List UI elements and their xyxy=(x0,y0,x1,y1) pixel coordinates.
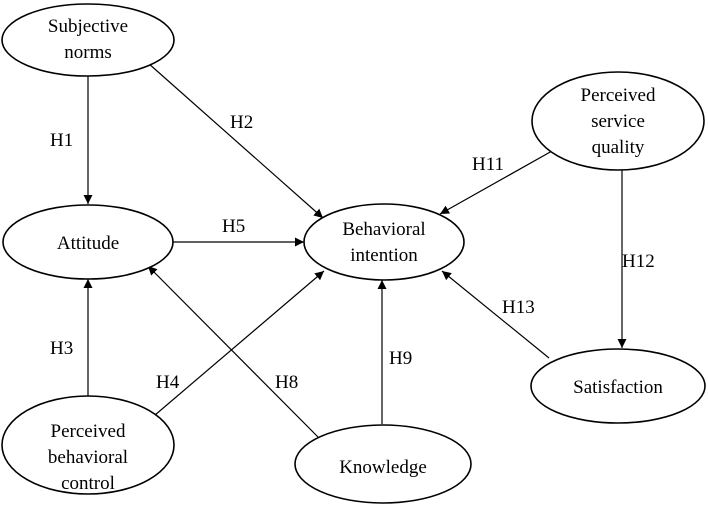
label-h2: H2 xyxy=(230,112,253,133)
label-h1: H1 xyxy=(50,130,73,151)
node-behavioral-intention-line-2: intention xyxy=(350,245,418,266)
node-perceived-behavioral-control-line-1: Perceived xyxy=(51,421,126,442)
node-knowledge: Knowledge xyxy=(294,424,472,504)
node-perceived-service-quality-line-3: quality xyxy=(592,137,645,158)
node-subjective-norms-line-2: norms xyxy=(64,42,112,63)
edge-perceived-service-quality-to-behavioral-intention xyxy=(439,150,553,215)
node-attitude: Attitude xyxy=(2,204,174,280)
label-h11: H11 xyxy=(472,154,504,175)
node-attitude-line-1: Attitude xyxy=(57,233,119,254)
node-behavioral-intention: Behavioral intention xyxy=(303,203,465,281)
node-satisfaction-line-1: Satisfaction xyxy=(573,377,663,398)
node-perceived-service-quality-line-1: Perceived xyxy=(581,85,656,106)
label-h3: H3 xyxy=(50,338,73,359)
label-h4: H4 xyxy=(156,372,180,393)
edge-perceived-behavioral-control-to-behavioral-intention xyxy=(147,270,325,422)
node-perceived-behavioral-control-line-3: control xyxy=(61,473,115,494)
label-h8: H8 xyxy=(275,372,298,393)
label-h5: H5 xyxy=(222,216,245,237)
node-subjective-norms-line-1: Subjective xyxy=(48,16,128,37)
edge-subjective-norms-to-behavioral-intention xyxy=(147,62,324,219)
node-knowledge-line-1: Knowledge xyxy=(339,457,427,478)
edge-satisfaction-to-behavioral-intention xyxy=(441,270,550,359)
node-satisfaction: Satisfaction xyxy=(530,348,706,424)
node-subjective-norms: Subjective norms xyxy=(1,3,175,77)
node-perceived-behavioral-control-line-2: behavioral xyxy=(48,447,128,468)
hypothesis-labels: H1 H2 H3 H4 H5 H8 H9 H11 H12 H13 xyxy=(50,112,655,393)
edge-knowledge-to-attitude xyxy=(147,265,319,438)
label-h12: H12 xyxy=(622,251,655,272)
label-h9: H9 xyxy=(389,348,412,369)
node-behavioral-intention-line-1: Behavioral xyxy=(342,219,425,240)
edges xyxy=(83,62,627,438)
node-perceived-behavioral-control: Perceived behavioral control xyxy=(1,395,175,495)
node-perceived-service-quality: Perceived service quality xyxy=(531,71,705,171)
node-perceived-service-quality-line-2: service xyxy=(591,111,645,132)
label-h13: H13 xyxy=(502,297,535,318)
